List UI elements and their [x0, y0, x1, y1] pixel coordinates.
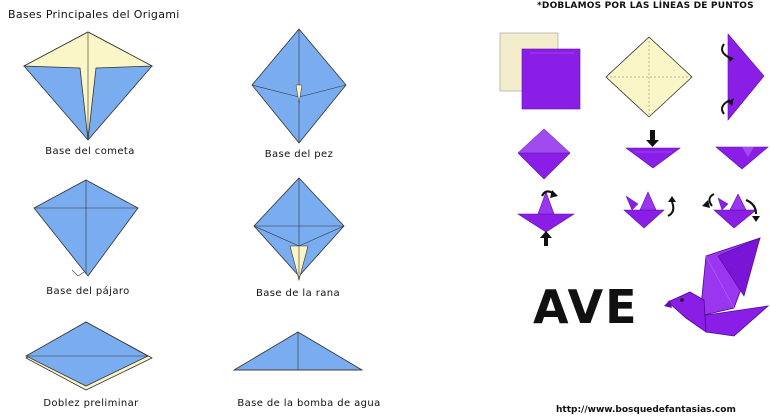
preliminary-fold-diagram — [24, 320, 154, 392]
caption-kite: Base del cometa — [30, 146, 150, 157]
step-edge-fold-diagram — [718, 32, 768, 124]
fish-base-diagram — [250, 27, 348, 145]
kite-base-diagram — [22, 30, 154, 142]
left-panel-title: Bases Principales del Origami — [8, 8, 180, 21]
step-bird-fold-3-diagram — [700, 186, 768, 230]
step-bird-fold-2-diagram — [620, 186, 682, 230]
source-url: http://www.bosquedefantasias.com — [556, 405, 736, 415]
step-down-arrow-triangle-diagram — [624, 128, 682, 172]
step-bird-fold-1-diagram — [516, 186, 578, 248]
caption-preliminary: Doblez preliminar — [28, 398, 154, 409]
step-purple-diamond-diagram — [516, 127, 572, 181]
result-label: AVE — [533, 280, 639, 334]
step-triangle-diagram — [714, 143, 770, 173]
frog-base-diagram — [252, 176, 346, 282]
bird-base-diagram — [32, 178, 140, 278]
final-bird-diagram — [664, 236, 770, 340]
caption-frog: Base de la rana — [238, 288, 358, 299]
caption-fish: Base del pez — [244, 149, 354, 160]
right-panel-title: *DOBLAMOS POR LAS LÍNEAS DE PUNTOS — [537, 1, 754, 11]
caption-bird: Base del pájaro — [28, 286, 148, 297]
waterbomb-base-diagram — [232, 330, 364, 374]
step-squares-diagram — [500, 33, 584, 113]
caption-waterbomb: Base de la bomba de agua — [216, 398, 402, 409]
step-diamond-diagram — [604, 35, 694, 119]
